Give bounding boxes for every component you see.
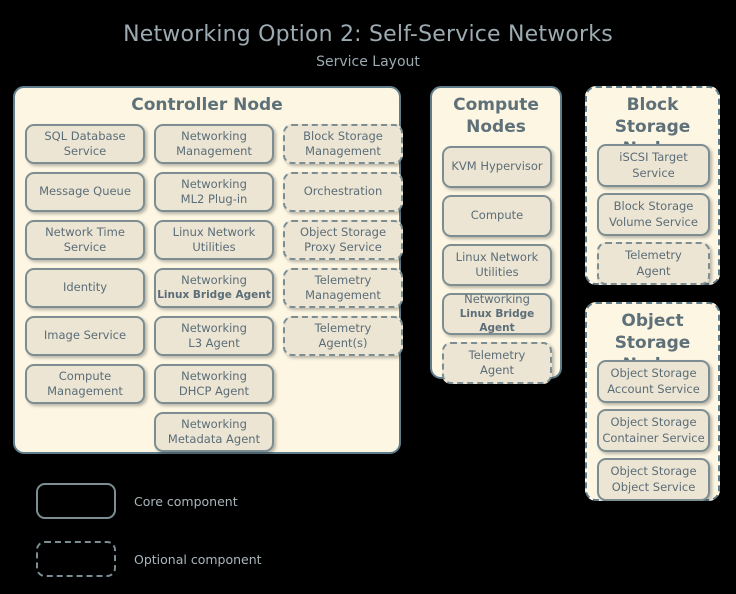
block-storage-title-line-1: Block Storage [614, 95, 691, 137]
legend-optional-label: Optional component [134, 551, 262, 567]
controller-service-c1-1-line-2: Service [63, 144, 107, 158]
block-storage-service-3-line-2: Agent [636, 263, 671, 278]
controller-service-c2-5-line-1: Networking [181, 320, 247, 335]
block-storage-service-2-line-2: Volume Service [609, 214, 698, 229]
controller-service-c2-6-line-2: DHCP Agent [178, 384, 250, 398]
controller-service-c1-6-line-1: Compute [58, 368, 112, 383]
controller-service-c3-4-line-1: Telemetry [314, 272, 372, 287]
controller-service-c1-2[interactable]: Message Queue [25, 172, 145, 212]
compute-service-4-line-2: Linux Bridge Agent [459, 307, 535, 334]
compute-nodes-title: Compute Nodes [432, 88, 560, 144]
controller-service-c1-5[interactable]: Image Service [25, 316, 145, 356]
compute-service-5-line-1: Telemetry [468, 347, 526, 362]
controller-service-c2-2-line-1: Networking [181, 176, 247, 191]
object-storage-title-line-1: Object [621, 311, 684, 331]
controller-service-c2-3-line-2: Utilities [192, 240, 236, 254]
object-storage-service-2-line-2: Container Service [602, 430, 705, 445]
page-subtitle: Service Layout [316, 54, 420, 70]
compute-nodes-title-line-1: Compute [453, 95, 539, 115]
block-storage-nodes-container: Block Storage Nodes iSCSI TargetServiceB… [585, 86, 720, 285]
object-storage-service-2-line-1: Object Storage [610, 415, 697, 430]
controller-service-c1-6-line-2: Management [47, 384, 123, 398]
legend-optional-swatch [36, 541, 116, 577]
controller-service-c2-1-line-1: Networking [181, 128, 247, 143]
controller-service-c2-2-line-2: ML2 Plug-in [180, 192, 248, 206]
controller-service-c1-4-line-1: Identity [62, 280, 108, 295]
compute-service-3-line-1: Linux Network [455, 249, 539, 264]
controller-service-c2-3-line-1: Linux Network [172, 224, 256, 239]
controller-service-c1-4[interactable]: Identity [25, 268, 145, 308]
controller-service-c1-2-line-1: Message Queue [39, 184, 131, 199]
controller-service-c2-7-line-1: Networking [181, 416, 247, 431]
controller-service-c2-1-line-2: Management [176, 144, 252, 158]
legend-core-swatch [36, 483, 116, 519]
controller-service-c1-3-line-1: Network Time [45, 224, 125, 239]
legend-core-label: Core component [134, 493, 238, 509]
object-storage-nodes-container: Object Storage Nodes Object StorageAccou… [585, 302, 720, 501]
controller-service-c2-5-line-2: L3 Agent [188, 336, 240, 350]
controller-service-c3-4-line-2: Management [305, 288, 381, 302]
compute-service-5-line-2: Agent [479, 363, 515, 377]
compute-service-1[interactable]: KVM Hypervisor [442, 146, 552, 188]
controller-node-title: Controller Node [131, 95, 283, 115]
compute-service-3-line-2: Utilities [475, 265, 519, 279]
block-storage-service-1-line-2: Service [632, 165, 675, 180]
controller-service-c3-5-line-1: Telemetry [314, 320, 372, 335]
legend-optional-component: Optional component [36, 541, 262, 577]
block-storage-service-1-line-1: iSCSI Target [619, 150, 688, 165]
controller-service-c2-4-line-1: Networking [181, 273, 247, 288]
controller-service-c3-1-line-2: Management [305, 144, 381, 158]
object-storage-service-3-line-2: Object Service [611, 479, 696, 494]
compute-service-2[interactable]: Compute [442, 195, 552, 237]
compute-service-4-line-1: Networking [464, 292, 530, 307]
controller-service-c1-5-line-1: Image Service [43, 328, 127, 343]
controller-service-c3-2-line-1: Orchestration [303, 184, 383, 199]
controller-service-c3-2[interactable]: Orchestration [283, 172, 403, 212]
object-storage-service-1-line-1: Object Storage [610, 366, 697, 381]
controller-service-c2-4-line-2: Linux Bridge Agent [157, 288, 271, 301]
controller-service-c3-1-line-1: Block Storage [303, 128, 383, 143]
controller-service-c3-3-line-2: Proxy Service [304, 240, 382, 254]
compute-service-1-line-1: KVM Hypervisor [451, 159, 543, 174]
compute-nodes-title-line-2: Nodes [466, 116, 526, 137]
compute-service-2-line-1: Compute [470, 208, 524, 223]
controller-service-c2-7-line-2: Metadata Agent [167, 432, 261, 446]
page-title: Networking Option 2: Self-Service Networ… [123, 22, 613, 47]
object-storage-service-1-line-2: Account Service [607, 381, 700, 396]
legend-core-component: Core component [36, 483, 238, 519]
block-storage-service-2-line-1: Block Storage [613, 199, 694, 214]
block-storage-service-3-line-1: Telemetry [625, 248, 682, 263]
controller-service-c2-6-line-1: Networking [181, 368, 247, 383]
object-storage-service-3-line-1: Object Storage [610, 464, 697, 479]
controller-service-c1-1-line-1: SQL Database [44, 128, 126, 143]
controller-service-c3-3-line-1: Object Storage [299, 224, 387, 239]
controller-service-c1-3-line-2: Service [63, 240, 107, 254]
controller-service-c3-5-line-2: Agent(s) [318, 336, 368, 350]
